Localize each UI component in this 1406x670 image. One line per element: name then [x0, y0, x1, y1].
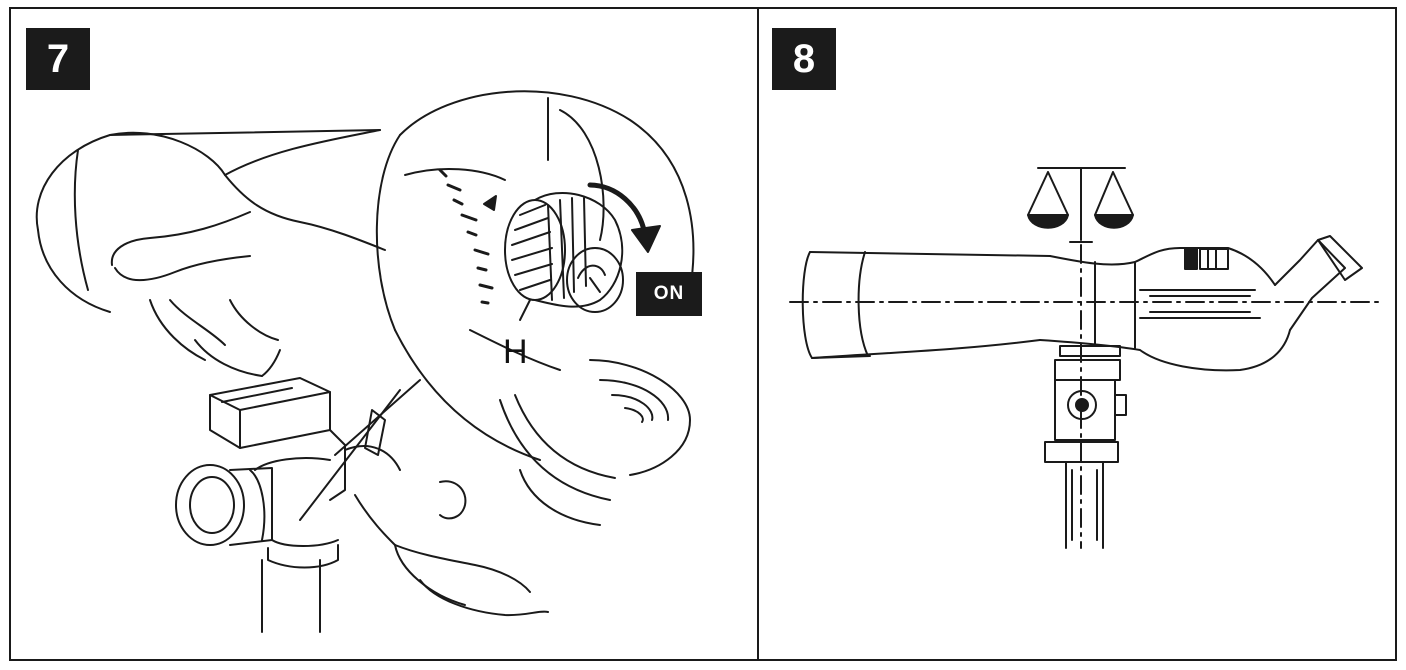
- scope-body: [35, 129, 381, 313]
- panel-7-illustration: [35, 90, 695, 633]
- tripod-head: [175, 377, 346, 633]
- scale-pointer-icon: [483, 195, 497, 211]
- right-hand: [344, 409, 549, 617]
- part-h-label: H: [503, 333, 528, 371]
- eyepiece-rings: [499, 359, 691, 526]
- knurled-knob: [504, 191, 624, 321]
- focus-scale-ticks: [438, 168, 494, 305]
- balance-scale-icon: [1027, 167, 1134, 243]
- panel-8-illustration: [789, 167, 1385, 549]
- on-switch-label: ON: [636, 272, 702, 316]
- panel-borders: [9, 7, 1397, 661]
- tripod-head-8: [1044, 345, 1127, 549]
- step-number-8: 8: [772, 28, 836, 90]
- step-number-7: 7: [26, 28, 90, 90]
- rotation-arrow-icon: [587, 182, 661, 253]
- spotting-scope: [801, 235, 1363, 372]
- left-hand: [110, 174, 386, 377]
- magnified-inset: [299, 90, 695, 521]
